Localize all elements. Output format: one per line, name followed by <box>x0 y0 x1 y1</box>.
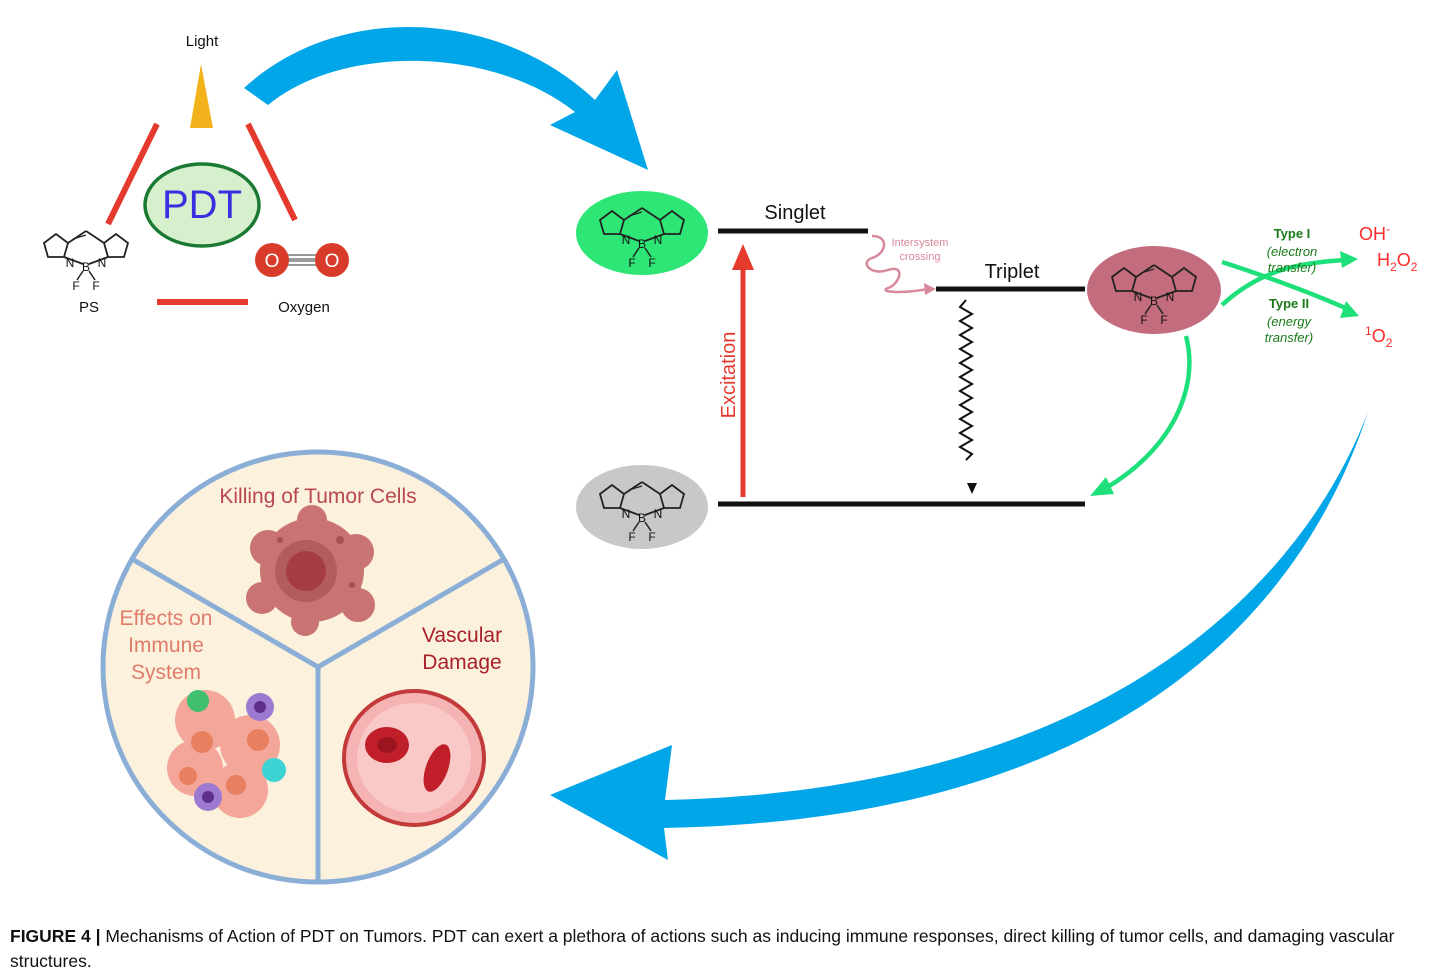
triangle-left-edge <box>105 122 160 226</box>
oxygen-molecule-icon: O O <box>255 243 349 277</box>
svg-text:N: N <box>622 233 631 247</box>
svg-text:F: F <box>628 256 635 270</box>
ps-triplet-molecule-icon: N N B F F <box>1111 264 1197 327</box>
singlet-oxygen-label: 1O2 <box>1365 324 1393 350</box>
immune-label-line2: Immune <box>128 634 204 657</box>
svg-text:O: O <box>265 251 280 272</box>
isc-label-line1: Intersystem <box>892 237 949 249</box>
vascular-label-line2: Damage <box>422 651 501 674</box>
ps-excited-singlet-ellipse <box>576 191 708 275</box>
svg-text:N: N <box>654 233 663 247</box>
svg-text:N: N <box>654 507 663 521</box>
blood-vessel-icon <box>342 689 486 827</box>
red-blood-cell-2-icon <box>423 744 451 792</box>
decay-arrowhead-icon <box>1090 477 1114 496</box>
svg-text:N: N <box>66 256 75 270</box>
svg-text:B: B <box>1150 294 1158 308</box>
reaction-pathways: Type I (electron transfer) Type II (ener… <box>1220 222 1418 350</box>
svg-text:N: N <box>1166 290 1175 304</box>
excitation-arrowhead-icon <box>732 244 754 270</box>
svg-text:B: B <box>638 237 646 251</box>
svg-text:N: N <box>1134 290 1143 304</box>
ps-molecule-icon: N N B F F <box>43 230 129 293</box>
singlet-label: Singlet <box>764 202 826 224</box>
excitation-label: Excitation <box>718 332 740 419</box>
caption-label: FIGURE 4 | <box>10 926 101 946</box>
svg-text:B: B <box>638 511 646 525</box>
hydroxyl-label: OH- <box>1359 222 1390 244</box>
ps-excited-singlet-molecule-icon: N N B F F <box>599 207 685 270</box>
type1-arrow <box>1220 257 1349 307</box>
phosphorescence-arrowhead-icon <box>967 483 977 494</box>
ps-triplet-ellipse <box>1087 246 1221 334</box>
figure-caption: FIGURE 4 | Mechanisms of Action of PDT o… <box>10 924 1430 974</box>
type2-desc-line2: transfer) <box>1265 330 1313 345</box>
immune-label-line3: System <box>131 661 201 684</box>
green-immune-cell-icon <box>187 690 209 712</box>
phosphorescence-wavy-arrow <box>958 299 974 461</box>
immune-cells-icon <box>167 690 286 818</box>
svg-text:F: F <box>92 279 99 293</box>
killing-tumor-cells-label: Killing of Tumor Cells <box>219 485 416 508</box>
svg-text:F: F <box>648 530 655 544</box>
ps-ground-state-molecule-icon: N N B F F <box>599 481 685 544</box>
triangle-right-edge <box>245 122 298 222</box>
triplet-label: Triplet <box>985 261 1040 283</box>
type1-title: Type I <box>1274 226 1311 241</box>
type1-desc-line2: transfer) <box>1268 260 1316 275</box>
type2-arrow <box>1221 259 1351 313</box>
svg-text:N: N <box>98 256 107 270</box>
light-label: Light <box>186 33 219 50</box>
type2-title: Type II <box>1269 296 1309 311</box>
isc-label-line2: crossing <box>900 251 941 263</box>
pie-divider-right <box>316 556 506 670</box>
ps-ground-state-ellipse <box>576 465 708 549</box>
immune-label-line1: Effects on <box>119 607 212 630</box>
intersystem-crossing-arrowhead-icon <box>924 283 936 295</box>
type2-arrowhead-icon <box>1340 301 1359 318</box>
triplet-to-ground-decay-arrow <box>1104 335 1192 490</box>
effects-pie: Killing of Tumor Cells Effects on Immune… <box>100 449 536 885</box>
tumor-cell-icon <box>246 505 375 636</box>
pdt-mechanism-diagram: Light PDT N N B F F PS O O Oxygen <box>43 26 1418 885</box>
bottom-curved-arrow <box>550 412 1368 860</box>
pdt-ellipse <box>143 162 261 248</box>
jablonski-diagram: N N B F F N N B F F N N B F F Singlet Tr… <box>576 191 1221 549</box>
hydrogen-peroxide-label: H2O2 <box>1377 250 1418 274</box>
svg-text:F: F <box>1140 313 1147 327</box>
svg-text:F: F <box>628 530 635 544</box>
svg-text:F: F <box>72 279 79 293</box>
pie-divider-left <box>130 556 320 670</box>
type2-desc-line1: (energy <box>1267 314 1313 329</box>
svg-text:O: O <box>325 251 340 272</box>
oxygen-label: Oxygen <box>278 299 330 316</box>
light-beam-icon <box>190 64 213 128</box>
svg-text:F: F <box>648 256 655 270</box>
top-curved-arrow <box>244 26 648 171</box>
pdt-label: PDT <box>162 183 242 227</box>
ps-label: PS <box>79 299 99 316</box>
svg-text:B: B <box>82 260 90 274</box>
cyan-immune-cell-icon <box>262 758 286 782</box>
svg-text:F: F <box>1160 313 1167 327</box>
type1-arrowhead-icon <box>1340 251 1358 268</box>
caption-text: Mechanisms of Action of PDT on Tumors. P… <box>10 926 1395 971</box>
vascular-label-line1: Vascular <box>422 624 502 647</box>
pdt-triangle: Light PDT N N B F F PS O O Oxygen <box>43 33 349 316</box>
intersystem-crossing-wavy-arrow <box>865 234 929 294</box>
svg-text:N: N <box>622 507 631 521</box>
type1-desc-line1: (electron <box>1267 244 1318 259</box>
